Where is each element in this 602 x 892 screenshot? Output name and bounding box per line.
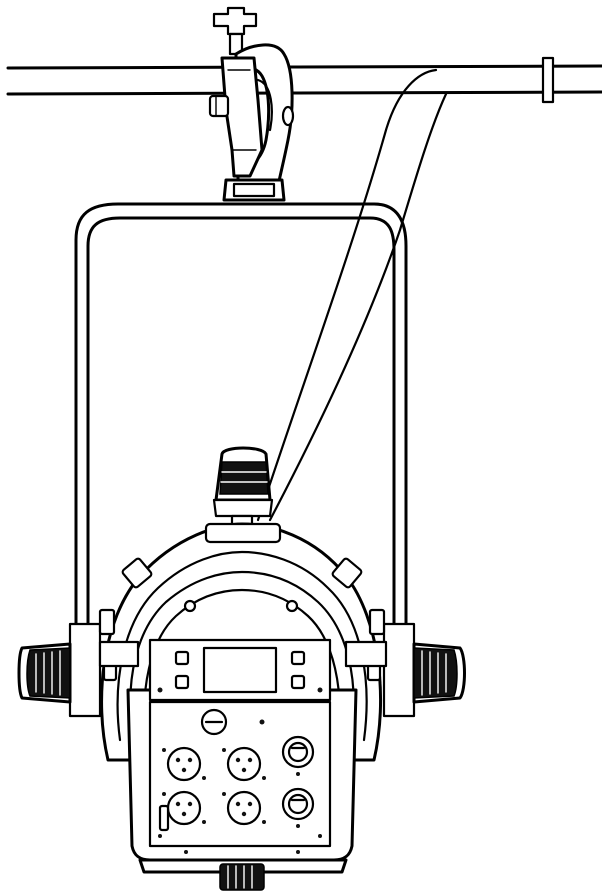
bottom-handle-icon (219, 863, 265, 891)
ring-clip-icon (331, 557, 363, 589)
top-handle (212, 446, 274, 540)
power-in-connector-icon (281, 735, 315, 776)
ring-clip-icon (368, 608, 386, 636)
right-yoke-knob-icon (382, 622, 466, 718)
safety-cable (256, 68, 448, 522)
mounting-pipe (6, 56, 602, 104)
clamp-front-plate (220, 56, 264, 178)
dmx-in-connector-icon (162, 746, 206, 782)
ring-clip-icon (98, 608, 116, 636)
up-button[interactable] (290, 650, 306, 666)
left-yoke-knob-icon (17, 622, 102, 718)
menu-button[interactable] (174, 650, 190, 666)
clamp-nut-icon (208, 94, 230, 118)
dmx5-out-connector-icon (222, 790, 266, 826)
ring-clip-icon (121, 557, 153, 589)
yoke-bracket (17, 202, 466, 718)
lcd-display (202, 646, 278, 694)
hook-clamp (208, 6, 295, 202)
down-button[interactable] (290, 674, 306, 690)
power-out-connector-icon (281, 787, 315, 828)
pipe-end-ring (541, 56, 555, 104)
rear-control-panel (126, 638, 358, 891)
enter-button[interactable] (174, 674, 190, 690)
dmx5-in-connector-icon (162, 790, 206, 826)
dmx-out-connector-icon (222, 746, 266, 782)
wing-bolt-icon (212, 6, 258, 36)
